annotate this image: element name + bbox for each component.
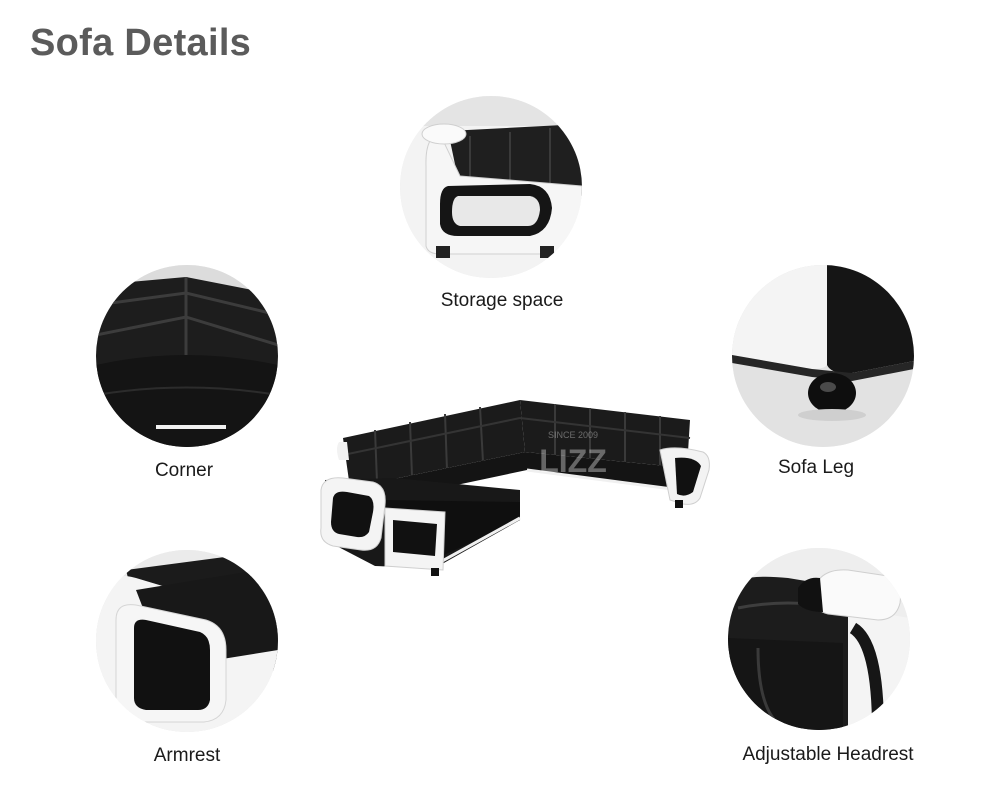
- page-title: Sofa Details: [30, 22, 252, 64]
- adjustable-headrest-label: Adjustable Headrest: [742, 744, 914, 765]
- adjustable-headrest-image: [728, 548, 910, 730]
- storage-space-image: [400, 96, 582, 278]
- storage-space-label: Storage space: [440, 290, 564, 311]
- hero-watermark: LIZZ: [539, 443, 607, 479]
- armrest-label: Armrest: [153, 745, 221, 766]
- corner-image: [96, 265, 278, 447]
- hero-sofa-image: LIZZ SINCE 2009: [315, 390, 715, 580]
- sofa-leg-label: Sofa Leg: [777, 457, 855, 478]
- corner-label: Corner: [154, 460, 214, 481]
- armrest-image: [96, 550, 278, 732]
- hero-watermark-since: SINCE 2009: [548, 430, 598, 440]
- sofa-leg-image: [732, 265, 914, 447]
